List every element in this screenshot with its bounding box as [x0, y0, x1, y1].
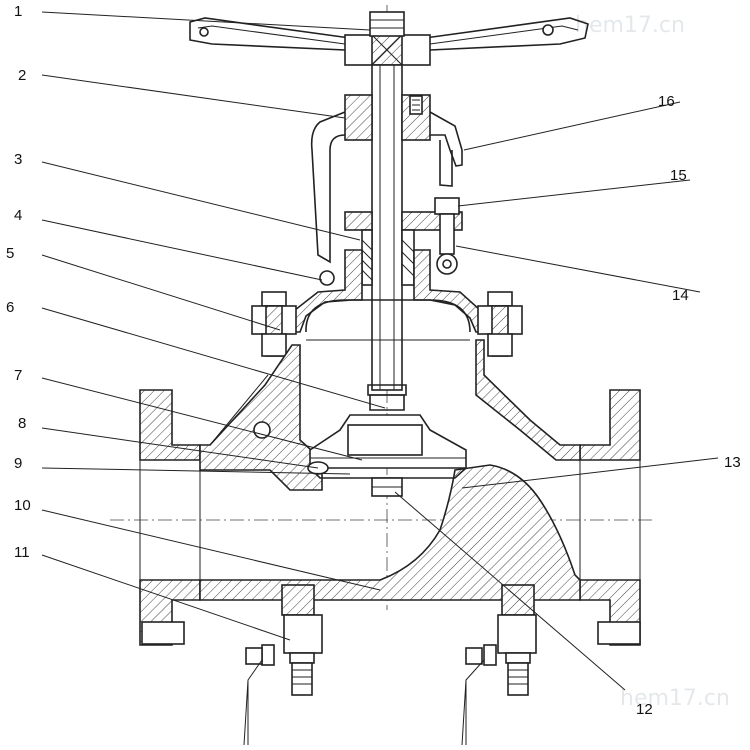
part-label-15: 15 [670, 167, 687, 184]
yoke-bracket [310, 94, 463, 264]
bonnet-bolts [251, 291, 523, 357]
part-label-8: 8 [18, 415, 26, 432]
part-label-1: 1 [14, 3, 22, 20]
part-label-2: 2 [18, 67, 26, 84]
drain-plug-left [243, 584, 323, 746]
part-label-10: 10 [14, 497, 31, 514]
part-label-7: 7 [14, 367, 22, 384]
drain-plug-right [461, 584, 537, 746]
watermark-bottom: hem17.cn [620, 686, 730, 711]
part-label-12: 12 [636, 701, 653, 718]
valve-stem [367, 64, 407, 411]
part-label-9: 9 [14, 455, 22, 472]
part-label-13: 13 [724, 454, 741, 471]
valve-disc [307, 414, 467, 497]
part-label-11: 11 [14, 544, 30, 561]
bonnet [291, 249, 485, 341]
part-label-16: 16 [658, 93, 675, 110]
part-label-3: 3 [14, 151, 22, 168]
part-label-14: 14 [672, 287, 689, 304]
leader-lines [41, 11, 719, 691]
watermark-top: hem17.cn [575, 13, 685, 38]
part-label-6: 6 [6, 299, 14, 316]
part-label-4: 4 [14, 207, 22, 224]
eye-bolt [434, 197, 460, 275]
part-label-5: 5 [6, 245, 14, 262]
handwheel [189, 11, 589, 66]
